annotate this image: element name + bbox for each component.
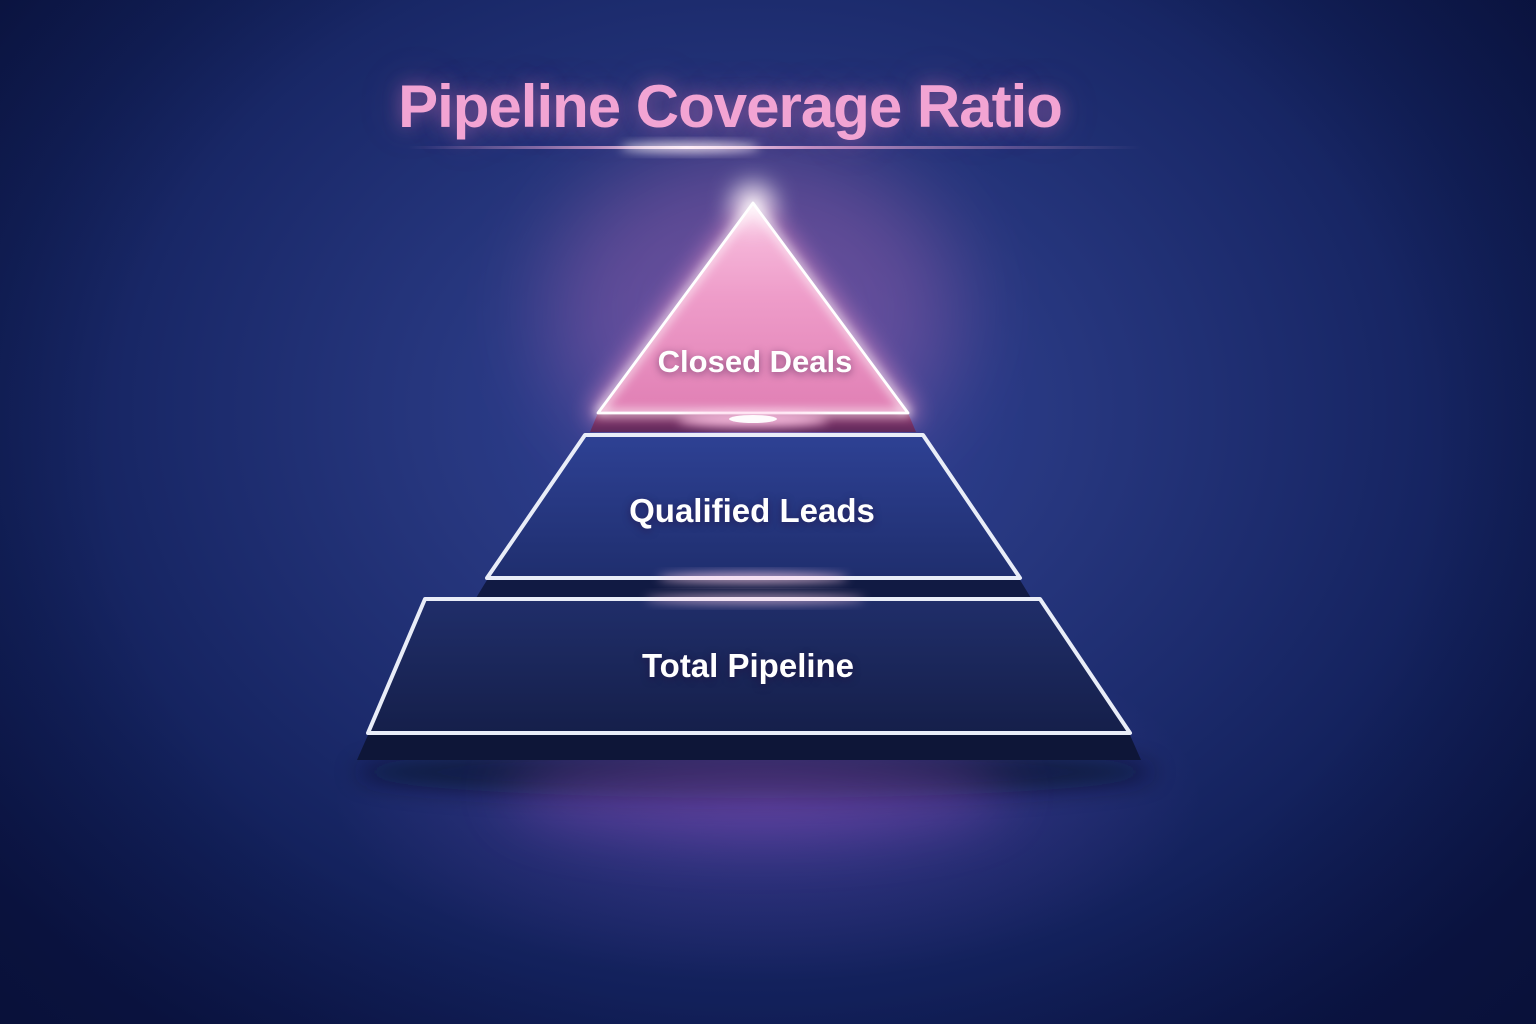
tier2-front-edge <box>476 580 1031 598</box>
apex-hotspot <box>731 182 775 226</box>
page-title: Pipeline Coverage Ratio <box>398 73 1063 140</box>
tier2-bottom-flare <box>658 573 848 583</box>
tier-total-pipeline <box>357 594 1141 760</box>
base-flare-core <box>729 415 777 423</box>
tier3-top-flare <box>645 594 865 604</box>
tier-qualified-leads <box>476 433 1031 598</box>
triangle-face <box>598 203 908 413</box>
tier-label-total-pipeline: Total Pipeline <box>641 647 855 684</box>
floor-purple-glow <box>507 750 1007 834</box>
tier3-front-edge <box>357 735 1141 760</box>
tier-closed-deals <box>590 182 916 432</box>
tier2-face <box>485 433 1022 580</box>
tier-label-closed-deals: Closed Deals <box>657 344 853 379</box>
tier-label-qualified-leads: Qualified Leads <box>629 492 875 529</box>
